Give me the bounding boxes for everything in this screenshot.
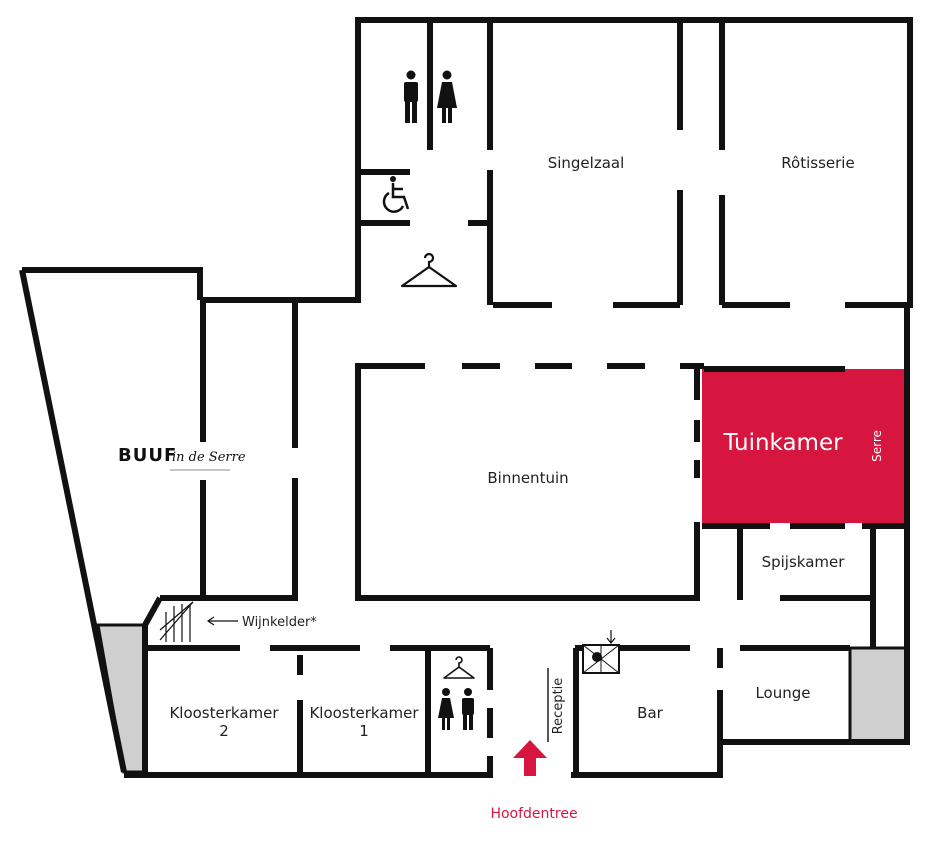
elevator-icon bbox=[582, 644, 620, 674]
entrance-label[interactable]: Hoofdentree bbox=[490, 806, 577, 822]
room-label-receptie: Receptie bbox=[551, 678, 566, 735]
room-label-tuinkamer: Tuinkamer bbox=[722, 430, 843, 456]
logo-script: in de Serre bbox=[172, 450, 246, 465]
room-label-serre: Serre bbox=[870, 430, 884, 462]
toilet-women-icon bbox=[437, 70, 457, 123]
room-label-singelzaal: Singelzaal bbox=[548, 154, 625, 172]
tuinkamer-room[interactable] bbox=[702, 369, 907, 523]
room-label-lounge: Lounge bbox=[755, 684, 810, 702]
toilet-men-icon bbox=[404, 70, 418, 123]
wheelchair-icon bbox=[382, 176, 410, 213]
wijnkelder-arrow bbox=[206, 616, 238, 626]
room-label-kloosterkamer-1: Kloosterkamer bbox=[309, 704, 419, 722]
stairs bbox=[159, 601, 194, 642]
entrance-arrow-icon[interactable] bbox=[513, 740, 547, 776]
room-label-kloosterkamer-1-number: 1 bbox=[359, 722, 369, 740]
room-label-binnentuin: Binnentuin bbox=[487, 469, 568, 487]
room-label-kloosterkamer-2-number: 2 bbox=[219, 722, 229, 740]
room-label-wijnkelder: Wijnkelder* bbox=[242, 615, 317, 630]
room-label-bar: Bar bbox=[637, 704, 663, 722]
elevator-down-arrow bbox=[606, 630, 616, 644]
coat-hanger-icon bbox=[400, 252, 458, 288]
toilet-women-icon-lower bbox=[438, 688, 454, 730]
pillar-right bbox=[848, 646, 908, 744]
logo-main: BUUF bbox=[118, 445, 177, 466]
logo: BUUF in de Serre bbox=[118, 445, 246, 471]
room-label-spijskamer: Spijskamer bbox=[762, 553, 846, 571]
coat-hanger-icon-small bbox=[443, 656, 475, 679]
room-label-kloosterkamer-2: Kloosterkamer bbox=[169, 704, 279, 722]
toilet-men-icon-lower bbox=[462, 688, 474, 730]
walls bbox=[19, 17, 913, 778]
room-label-rotisserie: Rôtisserie bbox=[781, 154, 854, 172]
